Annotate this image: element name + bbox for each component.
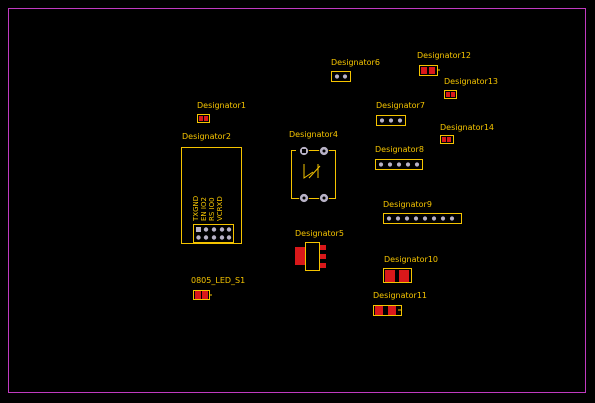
designator8-label: Designator8 bbox=[375, 145, 424, 154]
designator9-label: Designator9 bbox=[383, 200, 432, 209]
board-outline bbox=[8, 8, 586, 393]
component-designator9[interactable]: Designator9 bbox=[383, 200, 462, 224]
component-designator5[interactable]: Designator5 bbox=[295, 229, 344, 271]
component-designator2[interactable]: Designator2 TXGND EN IO2 RS IO0 VCRXD bbox=[181, 132, 242, 244]
designator14-label: Designator14 bbox=[440, 123, 494, 132]
designator12-label: Designator12 bbox=[417, 51, 471, 60]
component-designator7[interactable]: Designator7 bbox=[376, 101, 425, 126]
component-designator4[interactable]: Designator4 bbox=[289, 130, 338, 203]
designator10-label: Designator10 bbox=[384, 255, 438, 264]
component-designator8[interactable]: Designator8 bbox=[375, 145, 424, 170]
component-led[interactable]: 0805_LED_S1 bbox=[191, 276, 245, 300]
module-pin-label-1: TXGND bbox=[192, 196, 200, 222]
module-pin-label-4: VCRXD bbox=[216, 196, 224, 221]
designator7-label: Designator7 bbox=[376, 101, 425, 110]
designator4-label: Designator4 bbox=[289, 130, 338, 139]
module-pin-header bbox=[195, 226, 232, 241]
designator6-label: Designator6 bbox=[331, 58, 380, 67]
designator11-label: Designator11 bbox=[373, 291, 427, 300]
component-designator10[interactable]: Designator10 bbox=[383, 255, 439, 283]
designator5-label: Designator5 bbox=[295, 229, 344, 238]
component-designator11[interactable]: Designator11 bbox=[373, 291, 427, 316]
designator2-label: Designator2 bbox=[182, 132, 231, 141]
designator13-label: Designator13 bbox=[444, 77, 498, 86]
module-pin-label-2: EN IO2 bbox=[200, 197, 208, 221]
component-designator14[interactable]: Designator14 bbox=[440, 123, 494, 144]
led-label: 0805_LED_S1 bbox=[191, 276, 245, 285]
component-designator13[interactable]: Designator13 bbox=[444, 77, 498, 99]
component-designator1[interactable]: Designator1 bbox=[197, 101, 246, 123]
module-pin-label-3: RS IO0 bbox=[208, 197, 216, 221]
designator1-label: Designator1 bbox=[197, 101, 246, 110]
component-designator12[interactable]: Designator12 bbox=[417, 51, 471, 76]
component-designator6[interactable]: Designator6 bbox=[331, 58, 380, 82]
